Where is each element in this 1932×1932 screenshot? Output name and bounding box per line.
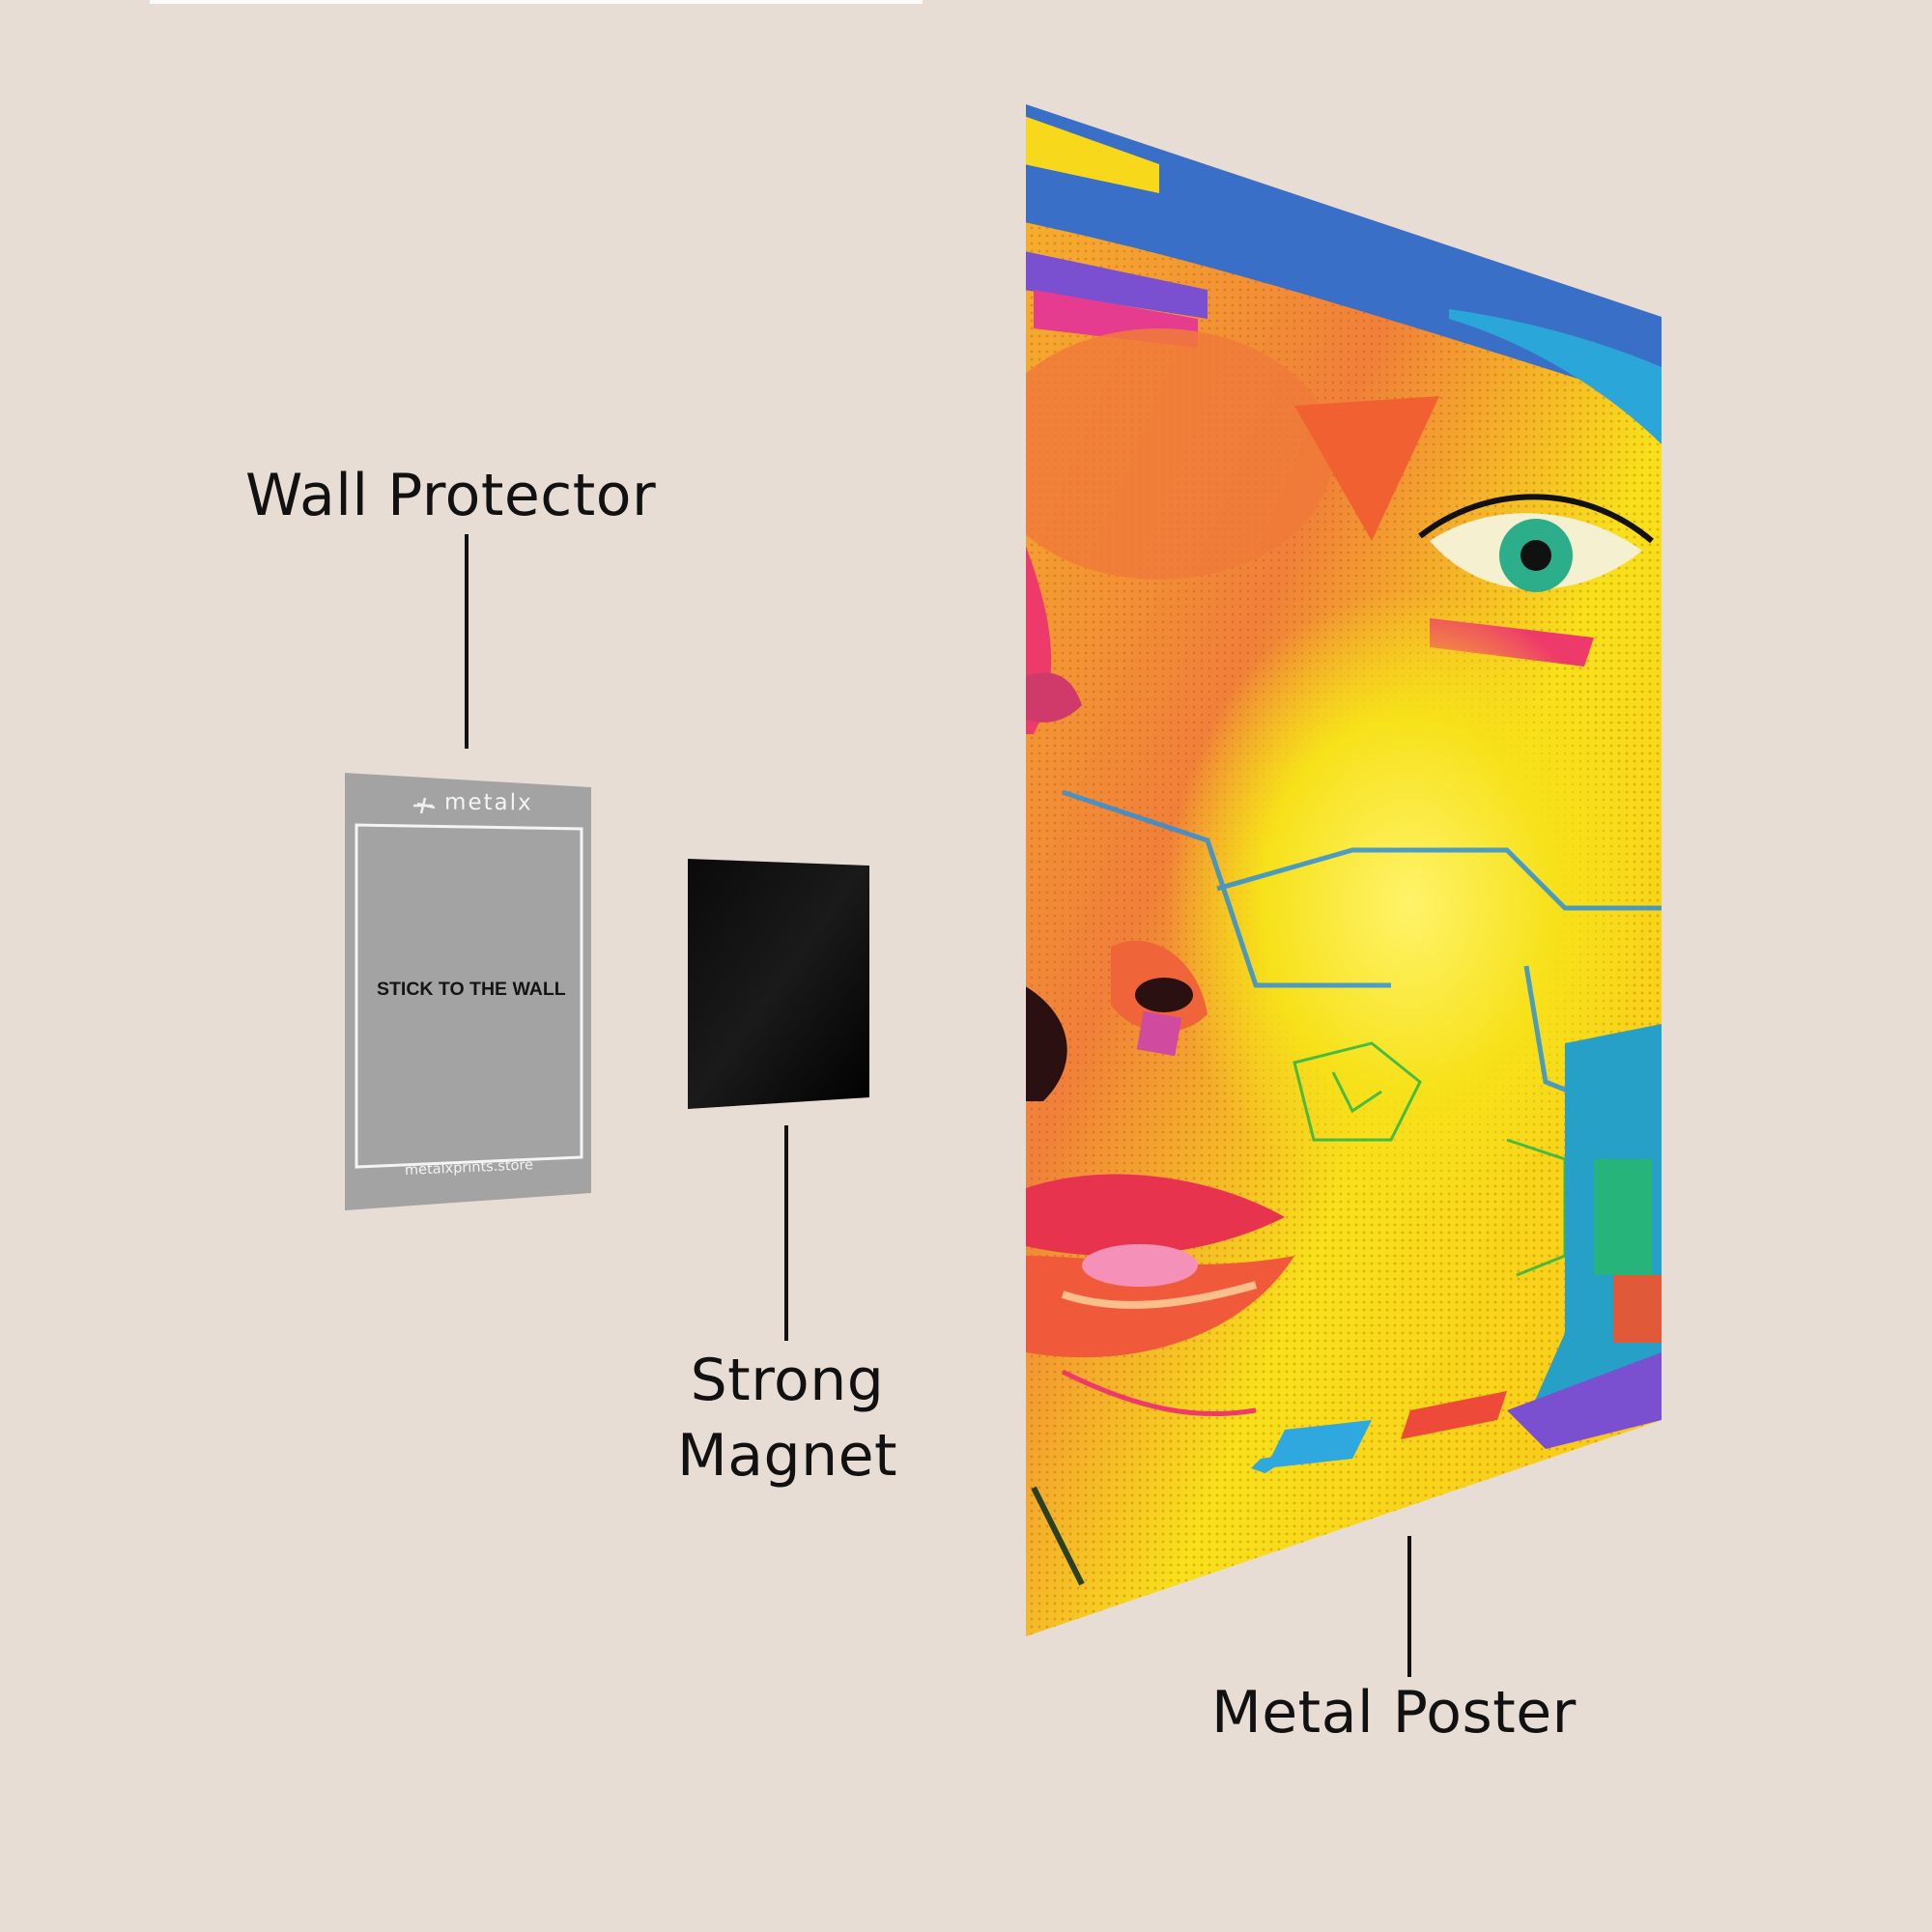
wall-protector-label: Wall Protector — [245, 462, 657, 529]
strong-magnet-label-line2: Magnet — [676, 1422, 898, 1490]
top-edge-strip — [150, 0, 923, 4]
poster-lips — [1026, 1174, 1294, 1358]
strong-magnet-label-line1: Strong — [690, 1347, 885, 1414]
wall-protector-brand: metalx — [443, 789, 533, 816]
wall-protector — [345, 773, 591, 1210]
metalx-logo-icon — [413, 797, 436, 814]
strong-magnet-label: Strong Magnet — [667, 1343, 908, 1493]
metal-poster-leader-line — [1407, 1536, 1411, 1677]
metal-poster — [1026, 104, 1662, 1636]
strong-magnet — [688, 859, 869, 1109]
wall-protector-leader-line — [465, 534, 469, 749]
magnet-leader-line — [784, 1125, 788, 1341]
metal-poster-label: Metal Poster — [1211, 1679, 1577, 1747]
wall-protector-instruction: STICK TO THE WALL — [377, 979, 566, 1000]
